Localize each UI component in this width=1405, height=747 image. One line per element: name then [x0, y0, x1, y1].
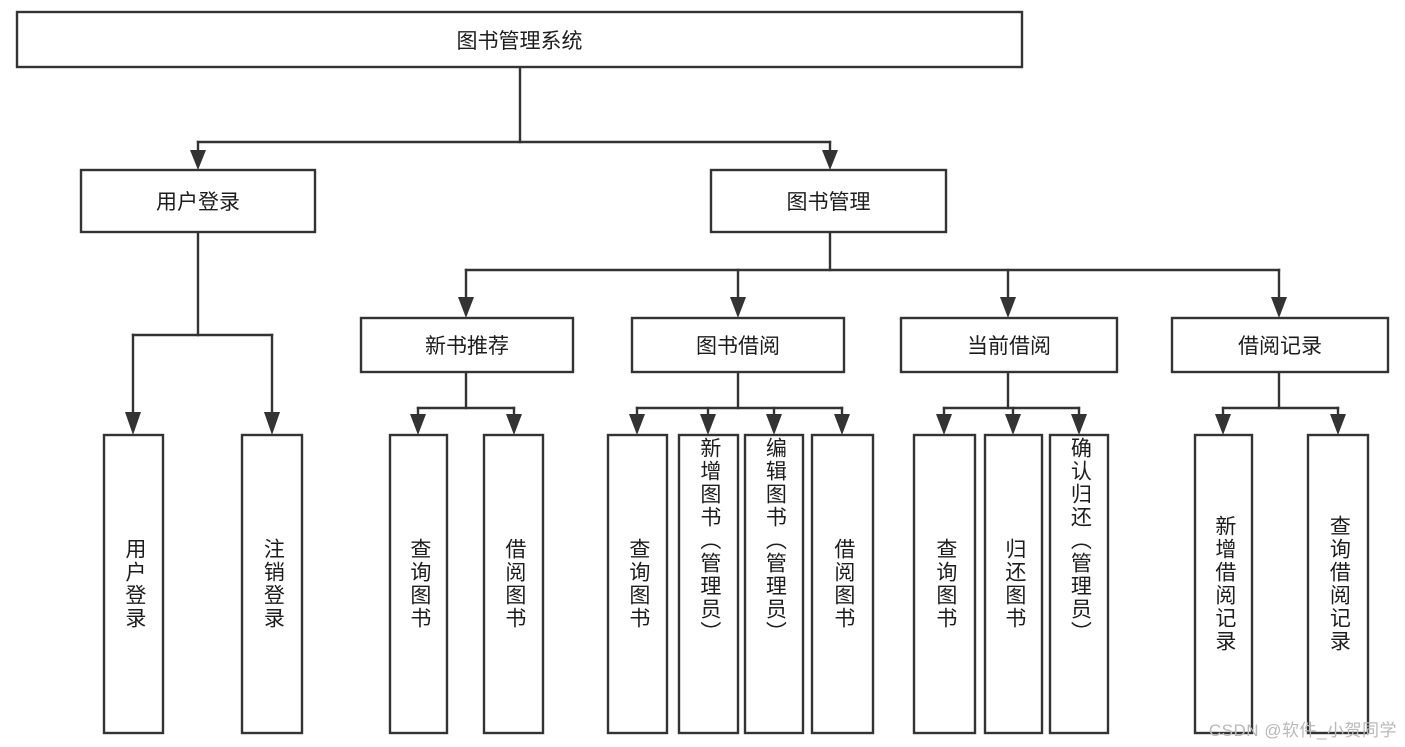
node-leaf-query-book-2[interactable] [606, 433, 669, 735]
node-leaf-return-book[interactable] [983, 433, 1044, 735]
node-leaf-query-book-1[interactable] [388, 433, 449, 735]
arrow-head-leaf-user-logout [264, 412, 280, 435]
node-book-borrow[interactable] [630, 316, 846, 374]
node-user-login[interactable] [79, 168, 317, 234]
arrow-head-leaf-query-book-3 [936, 414, 952, 435]
node-leaf-query-book-3[interactable] [912, 433, 977, 735]
arrow-head-leaf-add-record [1215, 414, 1231, 435]
arrow-head-leaf-user-login [125, 412, 141, 435]
arrow-head-leaf-edit-book [766, 414, 782, 435]
node-book-manage[interactable] [709, 168, 948, 234]
node-root[interactable] [15, 10, 1024, 69]
arrow-head-leaf-return-book [1005, 414, 1021, 435]
arrow-head-leaf-query-book-1 [410, 414, 426, 435]
connector-group-user-login [125, 230, 280, 435]
arrow-head-leaf-borrow-book-2 [834, 414, 850, 435]
node-leaf-borrow-book-1[interactable] [482, 433, 545, 735]
node-leaf-add-book[interactable] [677, 433, 740, 735]
connector-group-new-book-recommend [410, 370, 522, 435]
node-leaf-query-record[interactable] [1306, 433, 1370, 735]
watermark-text: CSDN @软件_小贺同学 [1208, 721, 1397, 740]
arrow-head-leaf-query-record [1330, 414, 1346, 435]
arrow-head-user-login [190, 150, 206, 170]
node-leaf-user-login[interactable] [102, 433, 165, 735]
node-current-borrow[interactable] [899, 316, 1119, 374]
node-leaf-user-logout[interactable] [240, 433, 304, 735]
arrow-head-new-book-recommend [458, 297, 474, 318]
node-leaf-edit-book[interactable] [743, 433, 805, 735]
arrow-head-book-borrow [730, 297, 746, 318]
arrow-head-leaf-query-book-2 [629, 414, 645, 435]
connector-group-book-borrow [629, 370, 850, 435]
node-new-book-recommend[interactable] [359, 316, 575, 374]
node-leaf-add-record[interactable] [1193, 433, 1254, 735]
node-leaf-borrow-book-2[interactable] [810, 433, 875, 735]
arrow-head-borrow-record [1271, 297, 1287, 318]
connector-group-current-borrow [936, 370, 1087, 435]
node-leaf-confirm-return[interactable] [1048, 433, 1110, 735]
connector-group-borrow-record [1215, 370, 1346, 435]
connector-group-book-manage [458, 230, 1287, 318]
node-borrow-record[interactable] [1170, 316, 1390, 374]
arrow-head-leaf-borrow-book-1 [506, 414, 522, 435]
arrow-head-book-manage [822, 150, 838, 170]
connector-group-root [190, 65, 838, 170]
arrow-head-leaf-confirm-return [1071, 414, 1087, 435]
arrow-head-leaf-add-book [700, 414, 716, 435]
arrow-head-current-borrow [1000, 297, 1016, 318]
